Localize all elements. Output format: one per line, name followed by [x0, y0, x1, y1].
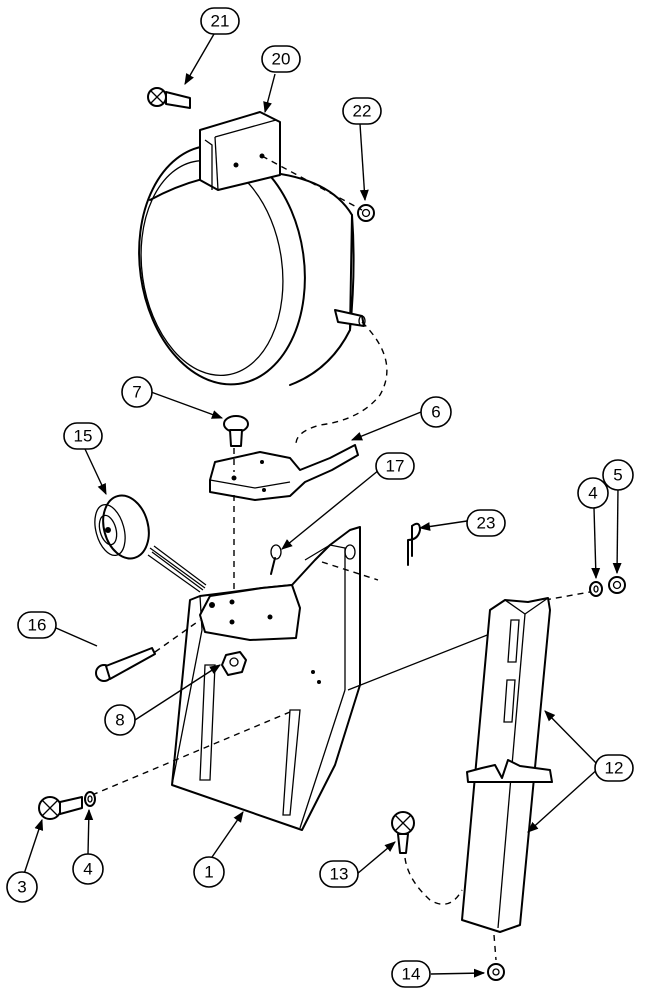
svg-text:1: 1 — [204, 863, 213, 882]
callout-12: 12 — [594, 754, 634, 782]
callout-20: 20 — [261, 45, 301, 73]
nut-part-22 — [357, 204, 375, 222]
svg-text:12: 12 — [605, 759, 624, 778]
washer-part-4 — [84, 791, 96, 807]
svg-text:22: 22 — [353, 102, 372, 121]
svg-text:15: 15 — [74, 427, 93, 446]
bolt-part-21 — [147, 87, 191, 109]
callout-15: 15 — [63, 422, 103, 450]
assembly-line — [295, 321, 388, 446]
callout-6: 6 — [420, 396, 452, 428]
callout-21: 21 — [200, 7, 240, 35]
callout-22: 22 — [342, 97, 382, 125]
svg-text:14: 14 — [402, 965, 421, 984]
nut-part-5 — [608, 576, 626, 594]
callout-1: 1 — [193, 856, 225, 888]
svg-text:7: 7 — [132, 383, 141, 402]
svg-text:4: 4 — [588, 484, 597, 503]
channel-part-12 — [461, 597, 553, 933]
assembly-line — [261, 155, 363, 211]
svg-text:6: 6 — [431, 403, 440, 422]
callout-23: 23 — [466, 509, 506, 537]
callout-5: 5 — [602, 459, 634, 491]
assembly-line — [544, 591, 591, 601]
svg-text:16: 16 — [28, 616, 47, 635]
callout-14: 14 — [391, 960, 431, 988]
nut-part-14 — [487, 963, 505, 981]
callout-13: 13 — [319, 860, 359, 888]
assembly-line — [493, 934, 497, 961]
band-clamp-part-20 — [138, 111, 366, 386]
svg-text:20: 20 — [272, 50, 291, 69]
assembly-line — [154, 619, 201, 653]
svg-text:23: 23 — [477, 514, 496, 533]
cotter-pin-part-17 — [270, 544, 282, 575]
bolt-part-13 — [391, 811, 415, 854]
callout-17: 17 — [375, 452, 415, 480]
main-bracket-part-1 — [171, 526, 361, 831]
callout-8: 8 — [104, 704, 136, 736]
svg-text:17: 17 — [386, 457, 405, 476]
svg-text:8: 8 — [115, 711, 124, 730]
svg-text:21: 21 — [211, 12, 230, 31]
leader-lines — [23, 33, 622, 978]
washer-part-4-right — [589, 581, 603, 597]
callout-4-right: 4 — [577, 477, 609, 509]
assembly-line — [321, 561, 379, 581]
svg-text:3: 3 — [17, 878, 26, 897]
assembly-line — [347, 627, 506, 691]
pin-part-16 — [95, 647, 156, 682]
nut-part-8 — [221, 651, 247, 676]
screw-part-7 — [223, 415, 249, 447]
callout-3: 3 — [6, 871, 38, 903]
svg-text:13: 13 — [330, 865, 349, 884]
hairpin-clip-part-23 — [407, 522, 421, 566]
bracket-part-6 — [209, 444, 359, 501]
bolt-part-3 — [38, 796, 83, 820]
assembly-line — [91, 711, 291, 796]
svg-text:4: 4 — [83, 860, 92, 879]
callout-7: 7 — [121, 376, 153, 408]
svg-text:5: 5 — [613, 466, 622, 485]
callout-4-left: 4 — [72, 853, 104, 885]
assembly-line — [404, 857, 463, 905]
roller-part-15 — [94, 494, 207, 593]
callout-16: 16 — [17, 611, 57, 639]
